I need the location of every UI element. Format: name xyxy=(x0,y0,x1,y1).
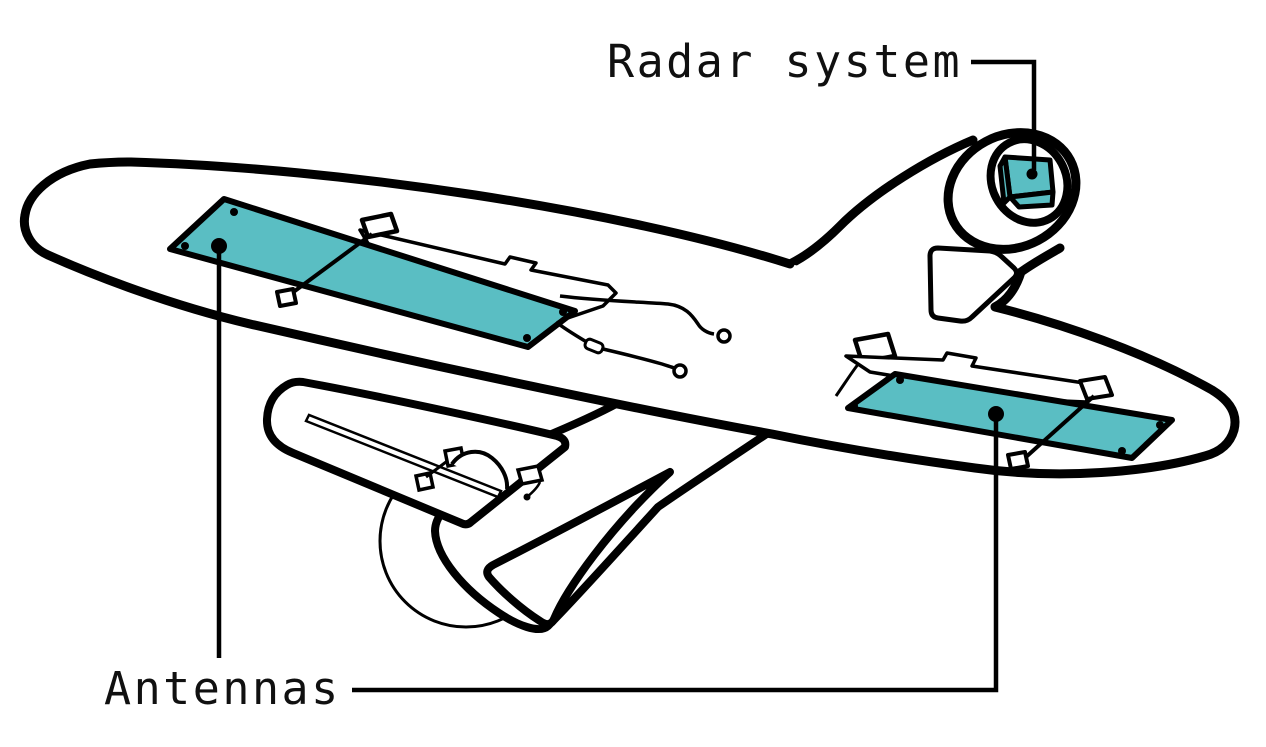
stabilizer-connector-rect xyxy=(515,463,545,487)
antenna-cable-lower2 xyxy=(602,347,675,370)
mount-tab-left xyxy=(359,211,400,240)
nose-assembly xyxy=(927,128,1081,324)
fuselage-hatch-panel xyxy=(927,245,1019,324)
wing-outline xyxy=(19,157,1240,479)
radar-cube-bottom-face xyxy=(1007,189,1056,210)
radar-cube-side-face xyxy=(997,154,1013,206)
radar-leader-line xyxy=(971,59,1037,170)
fuselage-left-edge xyxy=(785,135,978,269)
radar-leader-dot xyxy=(1026,168,1038,180)
fuselage-tail-right-edge xyxy=(548,429,772,626)
antennas-leader-line-right xyxy=(352,420,999,693)
antenna-panel-right xyxy=(845,371,1175,461)
fuselage-right-edge xyxy=(990,243,1065,312)
antenna-panel-left xyxy=(167,196,578,350)
cable-ring-connector xyxy=(672,363,688,379)
screw-dot xyxy=(230,208,238,216)
screw-dot xyxy=(1156,421,1164,429)
tail-fin xyxy=(483,468,674,628)
antenna-assembly-right xyxy=(834,331,1175,471)
screw-dot xyxy=(523,334,531,342)
tail-stabilizer xyxy=(263,377,570,529)
antennas-leader-dot-left xyxy=(211,238,227,254)
cable-ring-connector xyxy=(716,328,732,344)
screw-dot xyxy=(1118,447,1126,455)
rod-end-square-left xyxy=(275,287,298,308)
rod-end-square-right xyxy=(1006,450,1030,471)
callouts xyxy=(211,59,1038,693)
antennas-leader-dot-right xyxy=(988,406,1004,422)
screw-dot xyxy=(850,402,858,410)
servo-cover-bump xyxy=(450,449,510,490)
antennas-label: Antennas xyxy=(104,662,341,715)
antenna-cable-upper xyxy=(559,294,715,336)
antenna-rod-right xyxy=(1024,394,1096,459)
antenna-rod-left xyxy=(286,232,374,298)
screw-dot xyxy=(181,242,189,250)
screw-dot xyxy=(896,376,904,384)
stabilizer-pivot-hook xyxy=(526,481,542,498)
rod-top-square-right xyxy=(1078,375,1114,401)
antenna-cable-lower xyxy=(554,320,586,343)
servo-tab-square xyxy=(413,470,436,493)
mount-tab-right xyxy=(852,331,898,365)
screw-dot xyxy=(559,308,567,316)
antenna-assembly-left xyxy=(167,196,732,379)
cable-ferrule xyxy=(583,337,605,355)
radar-system-label: Radar system xyxy=(607,35,962,88)
